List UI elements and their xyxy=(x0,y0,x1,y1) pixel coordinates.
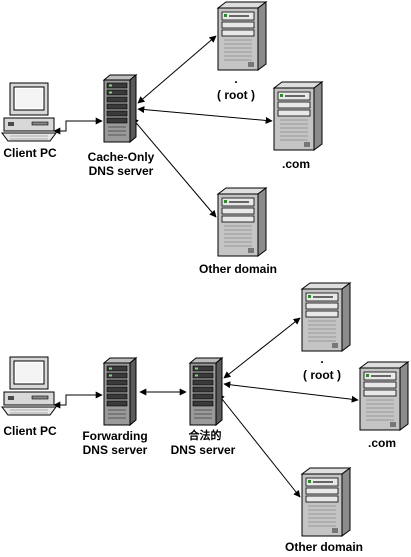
top-root-dot-label: . xyxy=(234,72,238,86)
bottom-other-domain-server-icon xyxy=(301,467,351,537)
top-cache-only-server-icon xyxy=(103,74,137,143)
top-client-cache-link xyxy=(53,117,103,135)
bottom-client-forwarding-link xyxy=(53,391,103,409)
bottom-legal-root-arrow xyxy=(223,317,301,379)
bottom-forwarding-label-line2: DNS server xyxy=(82,443,148,457)
bottom-legal-dns-label-line2: DNS server xyxy=(170,443,236,457)
top-root-label: ( root ) xyxy=(217,88,255,102)
bottom-legal-com-arrow xyxy=(223,381,359,403)
top-cache-only-label-line2: DNS server xyxy=(88,164,154,178)
top-diagram xyxy=(1,1,323,257)
top-client-pc-label: Client PC xyxy=(3,146,57,160)
top-other-domain-server-icon xyxy=(217,187,267,257)
bottom-com-server-icon xyxy=(359,361,409,431)
top-root-server-icon xyxy=(217,1,267,71)
top-cache-com-arrow xyxy=(137,106,273,124)
bottom-legal-dns-server-icon xyxy=(189,357,223,426)
top-client-pc-icon xyxy=(1,82,57,142)
top-cache-only-label-line1: Cache-Only xyxy=(87,150,155,164)
bottom-client-pc-icon xyxy=(1,356,57,416)
top-other-domain-label: Other domain xyxy=(198,262,277,276)
bottom-com-label: .com xyxy=(367,436,396,450)
top-com-label: .com xyxy=(281,157,310,171)
bottom-diagram xyxy=(1,282,409,537)
bottom-legal-dns-label-line1: 合法的 xyxy=(188,429,222,442)
bottom-other-domain-label: Other domain xyxy=(284,540,363,554)
bottom-legal-other-arrow xyxy=(217,393,301,498)
bottom-root-server-icon xyxy=(301,282,351,352)
top-cache-other-arrow xyxy=(131,117,217,218)
bottom-forwarding-server-icon xyxy=(103,357,137,426)
top-cache-root-arrow xyxy=(137,35,217,104)
bottom-forwarding-label-line1: Forwarding xyxy=(82,429,148,443)
bottom-client-pc-label: Client PC xyxy=(3,424,57,438)
bottom-root-label: ( root ) xyxy=(303,368,341,382)
bottom-root-dot-label: . xyxy=(320,352,324,366)
top-com-server-icon xyxy=(273,81,323,151)
